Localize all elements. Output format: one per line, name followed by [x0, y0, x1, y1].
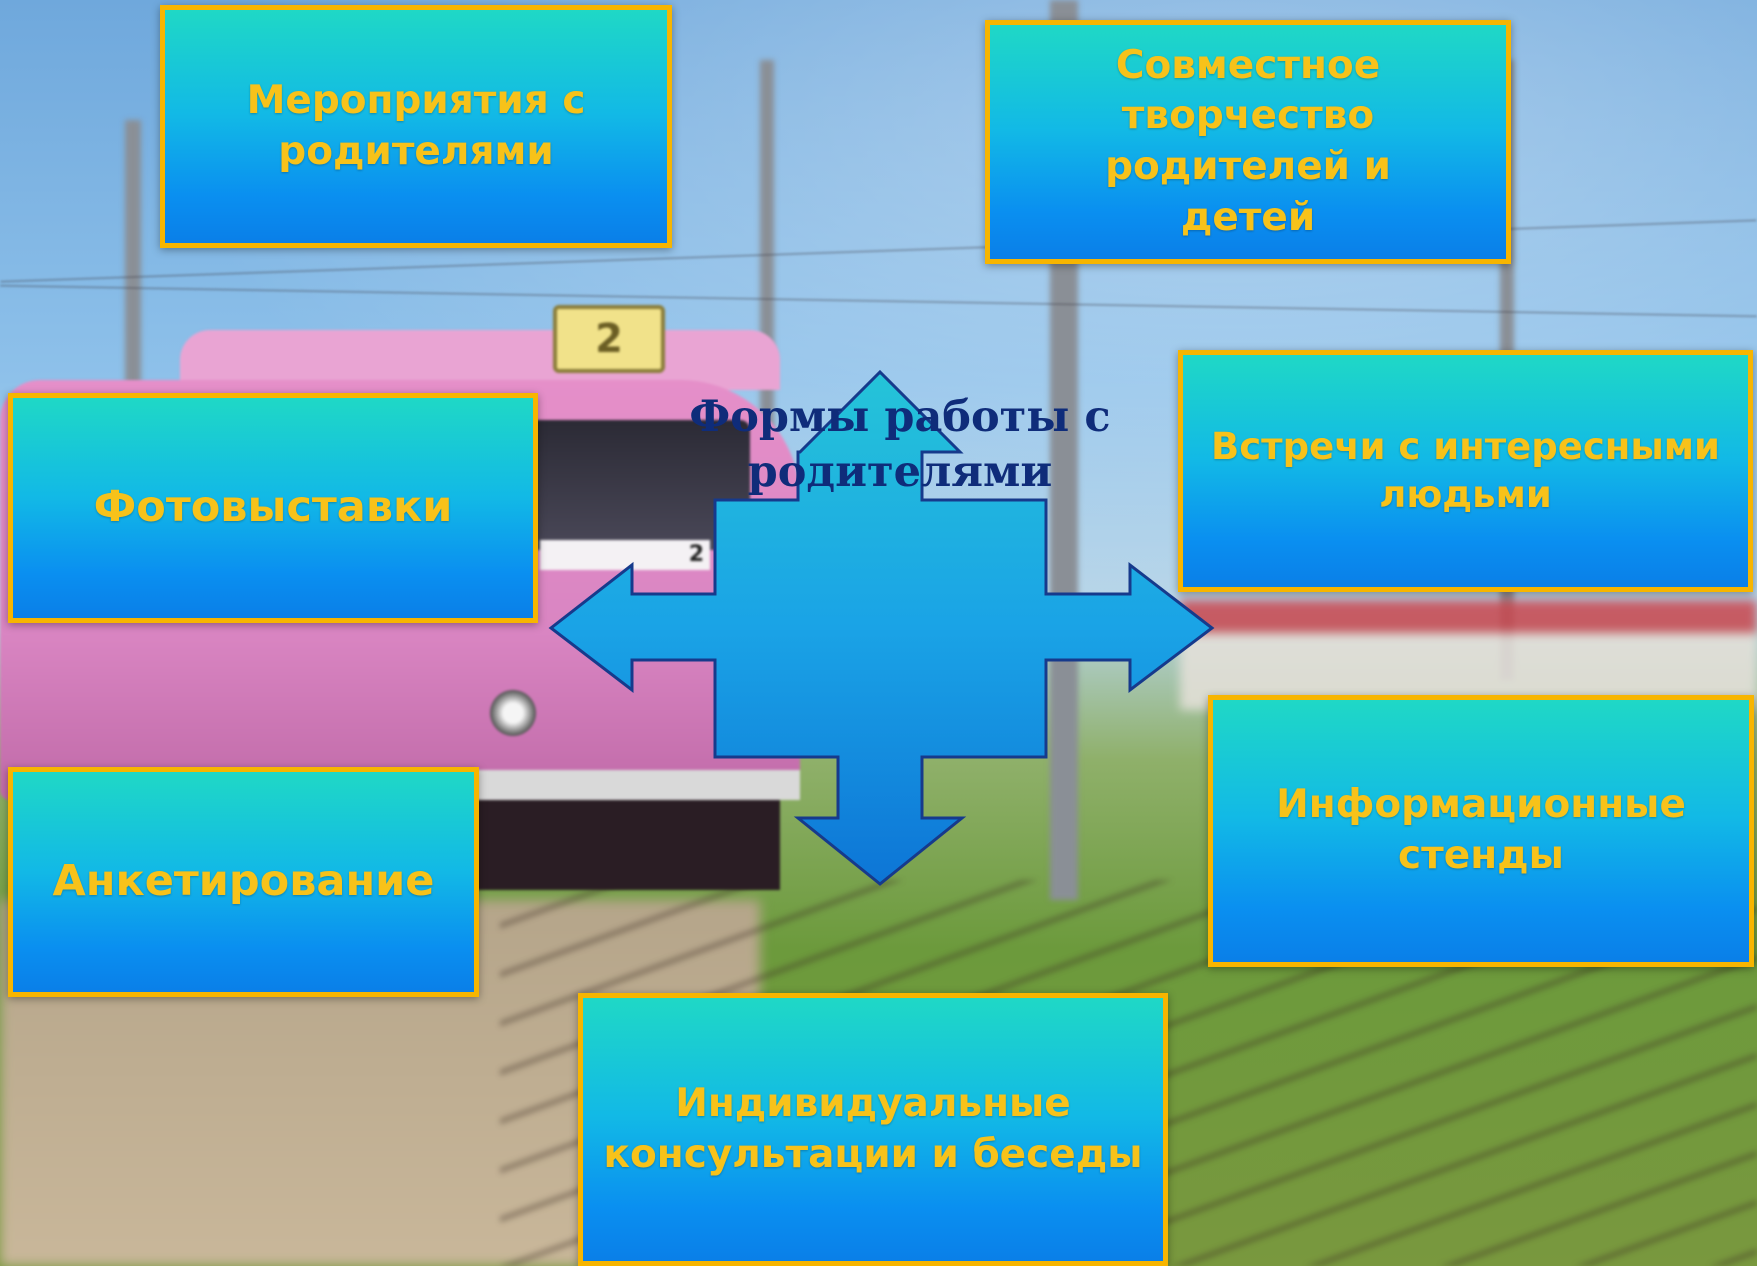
box-survey: Анкетирование — [8, 767, 479, 997]
box-events-label: Мероприятия с родителями — [246, 77, 586, 174]
route-sign: 2 — [540, 540, 710, 570]
box-consult-label: Индивидуальные консультации и беседы — [603, 1080, 1143, 1177]
headlight — [490, 690, 536, 736]
box-info: Информационные стенды — [1208, 695, 1754, 967]
box-photo: Фотовыставки — [8, 393, 538, 623]
box-meetings: Встречи с интересными людьми — [1178, 350, 1753, 592]
box-cocreation-label: Совместное творчество родителей и детей — [1105, 42, 1391, 240]
diagram-title: Формы работы с родителями — [689, 392, 1111, 497]
box-survey-label: Анкетирование — [52, 856, 435, 907]
box-info-label: Информационные стенды — [1276, 782, 1686, 878]
arrow-shape — [548, 369, 1215, 886]
box-events: Мероприятия с родителями — [160, 5, 672, 248]
box-cocreation: Совместное творчество родителей и детей — [985, 20, 1511, 264]
box-meetings-label: Встречи с интересными людьми — [1211, 424, 1720, 516]
route-number: 2 — [553, 305, 665, 373]
utility-pole — [125, 120, 141, 420]
box-photo-label: Фотовыставки — [93, 482, 453, 533]
tram-window — [520, 420, 750, 550]
box-consult: Индивидуальные консультации и беседы — [578, 993, 1168, 1266]
building — [1180, 600, 1757, 710]
